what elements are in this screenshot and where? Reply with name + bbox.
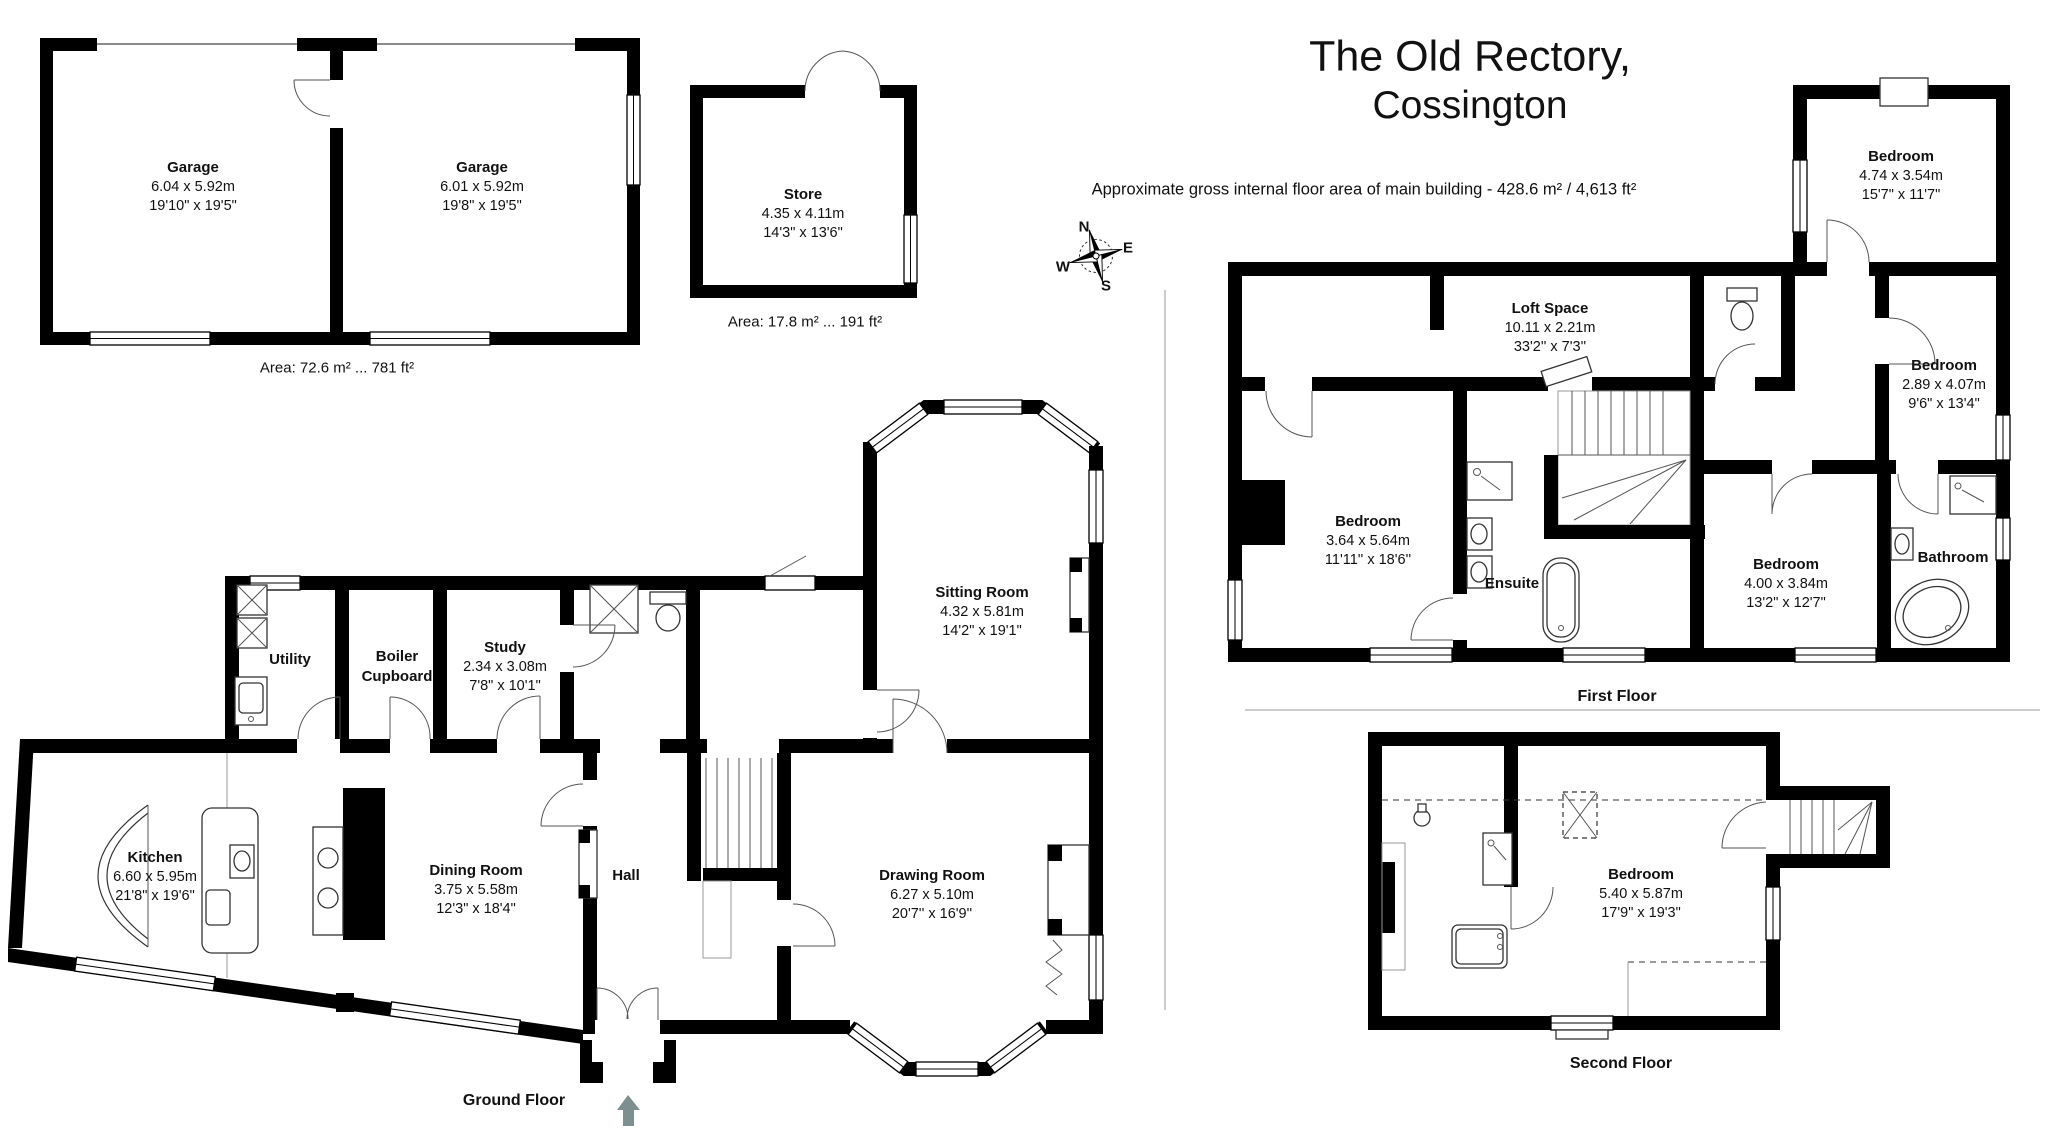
first-floor-label: First Floor xyxy=(1577,688,1657,705)
entrance-arrow-icon xyxy=(617,1095,640,1126)
ground-floor-plan xyxy=(8,399,1104,1126)
room-label-garage-1: Garage 6.04 x 5.92m 19'10" x 19'5" xyxy=(149,158,237,214)
compass-n-label: N xyxy=(1078,218,1090,236)
page-title-line2: Cossington xyxy=(1372,84,1568,127)
compass-e-label: E xyxy=(1122,239,1134,257)
ground-floor-label: Ground Floor xyxy=(462,1092,566,1109)
first-floor-plan xyxy=(1227,77,2011,663)
page-subtitle: Approximate gross internal floor area of… xyxy=(1091,180,1637,199)
room-label-bedroom-left: Bedroom 3.64 x 5.64m 11'11'' x 18'6'' xyxy=(1324,512,1412,568)
room-label-bedroom-mid: Bedroom 4.00 x 3.84m 13'2" x 12'7" xyxy=(1744,555,1828,611)
room-label-dining-room: Dining Room 3.75 x 5.58m 12'3" x 18'4" xyxy=(429,861,523,917)
room-label-store: Store 4.35 x 4.11m 14'3" x 13'6" xyxy=(761,185,845,241)
room-label-bedroom-right: Bedroom 2.89 x 4.07m 9'6" x 13'4" xyxy=(1902,356,1986,412)
room-label-hall: Hall xyxy=(612,867,640,885)
room-label-utility: Utility xyxy=(269,651,311,669)
compass-w-label: W xyxy=(1055,258,1071,276)
store-plan xyxy=(690,50,918,298)
room-label-loft-space: Loft Space 10.11 x 2.21m 33'2'' x 7'3'' xyxy=(1504,299,1596,355)
compass-s-label: S xyxy=(1100,277,1112,295)
garage-area-label: Area: 72.6 m² ... 781 ft² xyxy=(259,359,415,377)
garage-plan xyxy=(40,38,641,346)
room-label-boiler-cupboard: Boiler Cupboard xyxy=(361,648,433,685)
divider-lines xyxy=(1164,290,2040,1010)
store-area-label: Area: 17.8 m² ... 191 ft² xyxy=(727,313,883,331)
room-label-sitting-room: Sitting Room 4.32 x 5.81m 14'2" x 19'1" xyxy=(935,583,1029,639)
room-label-kitchen: Kitchen 6.60 x 5.95m 21'8" x 19'6" xyxy=(113,848,197,904)
room-label-study: Study 2.34 x 3.08m 7'8" x 10'1" xyxy=(463,638,547,694)
room-label-bedroom-top-right: Bedroom 4.74 x 3.54m 15'7" x 11'7" xyxy=(1859,147,1943,203)
room-label-bathroom: Bathroom xyxy=(1917,549,1989,567)
room-label-ensuite: Ensuite xyxy=(1484,575,1540,593)
room-label-bedroom-second: Bedroom 5.40 x 5.87m 17'9" x 19'3" xyxy=(1599,865,1683,921)
second-floor-plan xyxy=(1368,732,1890,1040)
compass-rose xyxy=(1069,229,1123,283)
room-label-garage-2: Garage 6.01 x 5.92m 19'8" x 19'5" xyxy=(440,158,524,214)
second-floor-label: Second Floor xyxy=(1569,1055,1673,1072)
room-label-drawing-room: Drawing Room 6.27 x 5.10m 20'7'' x 16'9'… xyxy=(879,866,985,922)
page-title-line1: The Old Rectory, xyxy=(1309,32,1631,81)
